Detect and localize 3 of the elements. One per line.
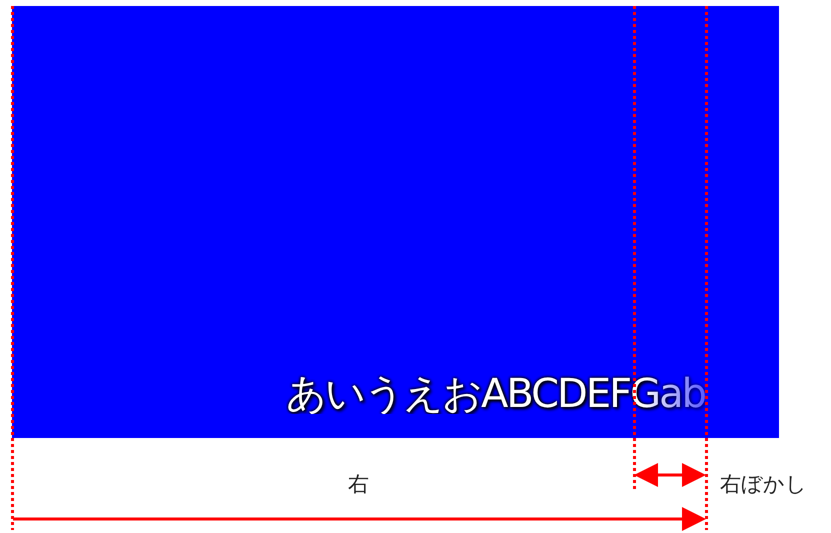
dimension-label: 右ぼかし: [720, 474, 807, 495]
dimension-label: 右: [348, 474, 369, 495]
subtitle-text: あいうえおABCDEFGab: [286, 374, 705, 414]
